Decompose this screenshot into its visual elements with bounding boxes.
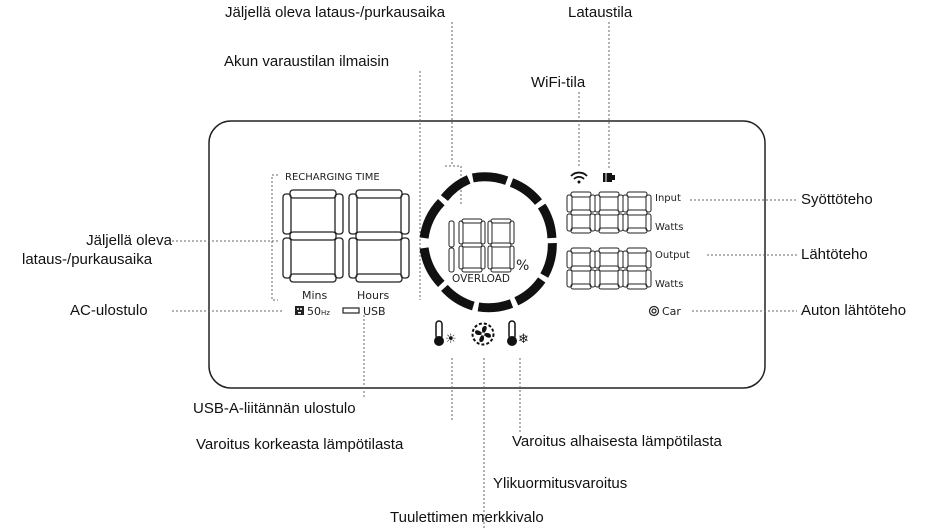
hours-label: Hours	[357, 289, 389, 302]
low-temperature-icon: ❄	[507, 320, 529, 347]
output-watts-label: Watts	[655, 279, 683, 290]
callout-overload-warning: Ylikuormitusvaroitus	[493, 475, 628, 492]
input-watts-label: Watts	[655, 222, 683, 233]
battery-percent-digits	[448, 218, 515, 273]
svg-text:☀: ☀	[445, 332, 457, 347]
callout-high-temp-warning: Varoitus korkeasta lämpötilasta	[196, 436, 404, 453]
callout-battery-indicator: Akun varaustilan ilmaisin	[224, 53, 390, 70]
ac-frequency: 50	[307, 305, 321, 318]
callout-charging-status: Lataustila	[568, 4, 633, 21]
callout-car-output: Auton lähtöteho	[801, 302, 907, 319]
wifi-icon	[570, 171, 588, 184]
input-power-digits	[566, 191, 652, 234]
car-label: Car	[662, 305, 681, 318]
usb-label: USB	[363, 305, 386, 318]
callout-remaining-time-top: Jäljellä oleva lataus-/purkausaika	[225, 4, 446, 21]
recharging-time-label: RECHARGING TIME	[285, 172, 380, 183]
leader-lines	[172, 22, 797, 529]
battery-ring	[419, 172, 557, 313]
output-power-digits	[566, 247, 652, 290]
remaining-time-digits	[282, 189, 410, 283]
callout-output-power: Lähtöteho	[801, 246, 868, 263]
callout-input-power: Syöttöteho	[801, 191, 873, 208]
car-output-icon	[648, 305, 660, 317]
callout-remaining-time-left-2: lataus-/purkausaika	[22, 251, 153, 268]
svg-text:❄: ❄	[518, 332, 529, 347]
callout-ac-output: AC-ulostulo	[70, 302, 148, 319]
output-label: Output	[655, 250, 690, 261]
fan-icon	[471, 322, 495, 346]
callout-low-temp-warning: Varoitus alhaisesta lämpötilasta	[512, 433, 722, 450]
ac-outlet-icon	[295, 306, 304, 315]
callout-fan-indicator: Tuulettimen merkkivalo	[390, 509, 544, 526]
overload-label: OVERLOAD	[452, 273, 510, 285]
charging-status-icon	[603, 173, 615, 182]
mins-label: Mins	[302, 289, 328, 302]
callout-remaining-time-left-1: Jäljellä oleva	[86, 232, 172, 249]
high-temperature-icon: ☀	[434, 320, 457, 347]
callout-usb-a-output: USB-A-liitännän ulostulo	[193, 400, 356, 417]
usb-port-icon	[342, 307, 360, 314]
input-label: Input	[655, 193, 681, 204]
callout-wifi-status: WiFi-tila	[531, 74, 586, 91]
ac-frequency-unit: Hz	[321, 309, 330, 317]
percent-sign: %	[516, 258, 529, 274]
